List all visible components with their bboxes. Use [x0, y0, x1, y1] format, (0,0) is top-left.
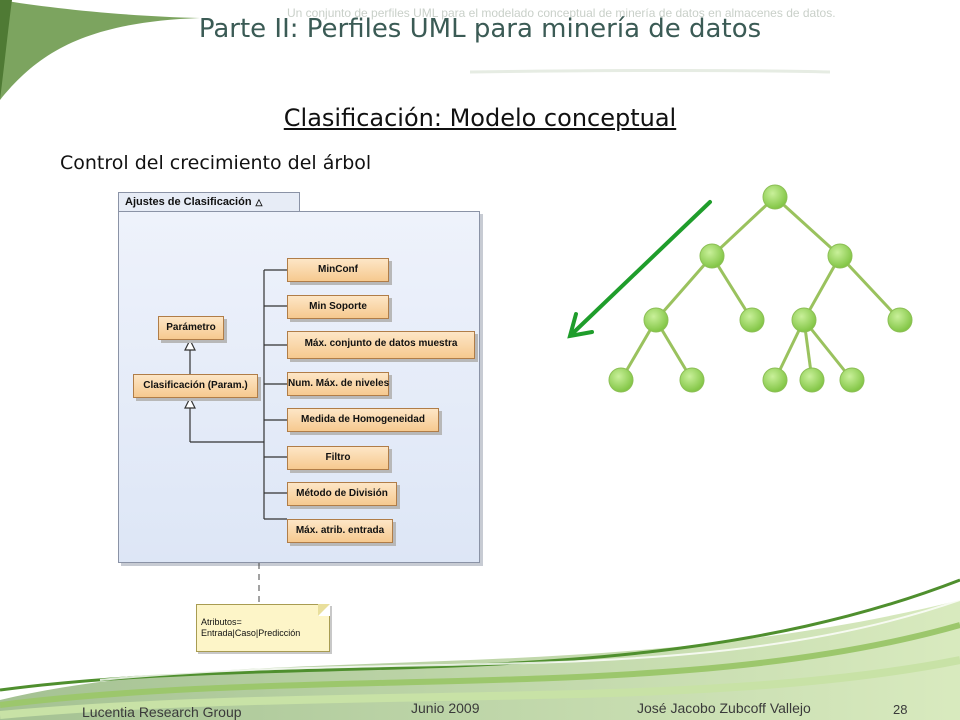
tree-node: [827, 243, 853, 269]
uml-note: Atributos= Entrada|Caso|Predicción: [196, 604, 330, 652]
note-line-1: Atributos=: [201, 617, 242, 627]
setting-class: MinConf: [287, 258, 389, 282]
setting-class: Máx. atrib. entrada: [287, 519, 393, 543]
tree-node: [699, 243, 725, 269]
tree-node: [799, 367, 825, 393]
tree-node: [608, 367, 634, 393]
setting-class: Método de División: [287, 482, 397, 506]
class-clasificacion: Clasificación (Param.): [133, 374, 258, 398]
tree-node: [839, 367, 865, 393]
header-note: Un conjunto de perfiles UML para el mode…: [287, 6, 836, 20]
tree-node: [887, 307, 913, 333]
package-name: Ajustes de Clasificación: [125, 196, 252, 208]
class-parametro: Parámetro: [158, 316, 224, 340]
collapse-triangle-icon: △: [255, 197, 263, 207]
note-fold: [318, 604, 330, 616]
tree-node: [762, 184, 788, 210]
setting-class: Num. Máx. de niveles: [287, 372, 389, 396]
footer-group: Lucentia Research Group: [82, 704, 242, 720]
growth-arrow: [567, 200, 712, 339]
note-line-2: Entrada|Caso|Predicción: [201, 628, 301, 638]
tree-node: [791, 307, 817, 333]
setting-class: Min Soporte: [287, 295, 389, 319]
slide-title: Parte II: Perfiles UML para minería de d…: [198, 14, 762, 44]
footer-date: Junio 2009: [411, 700, 480, 716]
tree-node: [643, 307, 669, 333]
setting-class: Medida de Homogeneidad: [287, 408, 439, 432]
setting-class: Filtro: [287, 446, 389, 470]
slide-subtitle: Clasificación: Modelo conceptual: [283, 104, 677, 132]
tree-node: [739, 307, 765, 333]
section-label: Control del crecimiento del árbol: [60, 152, 372, 174]
footer-page-number: 28: [893, 702, 908, 717]
setting-class: Máx. conjunto de datos muestra: [287, 331, 475, 359]
footer-author: José Jacobo Zubcoff Vallejo: [637, 700, 811, 716]
tree-node: [679, 367, 705, 393]
tree-node: [762, 367, 788, 393]
